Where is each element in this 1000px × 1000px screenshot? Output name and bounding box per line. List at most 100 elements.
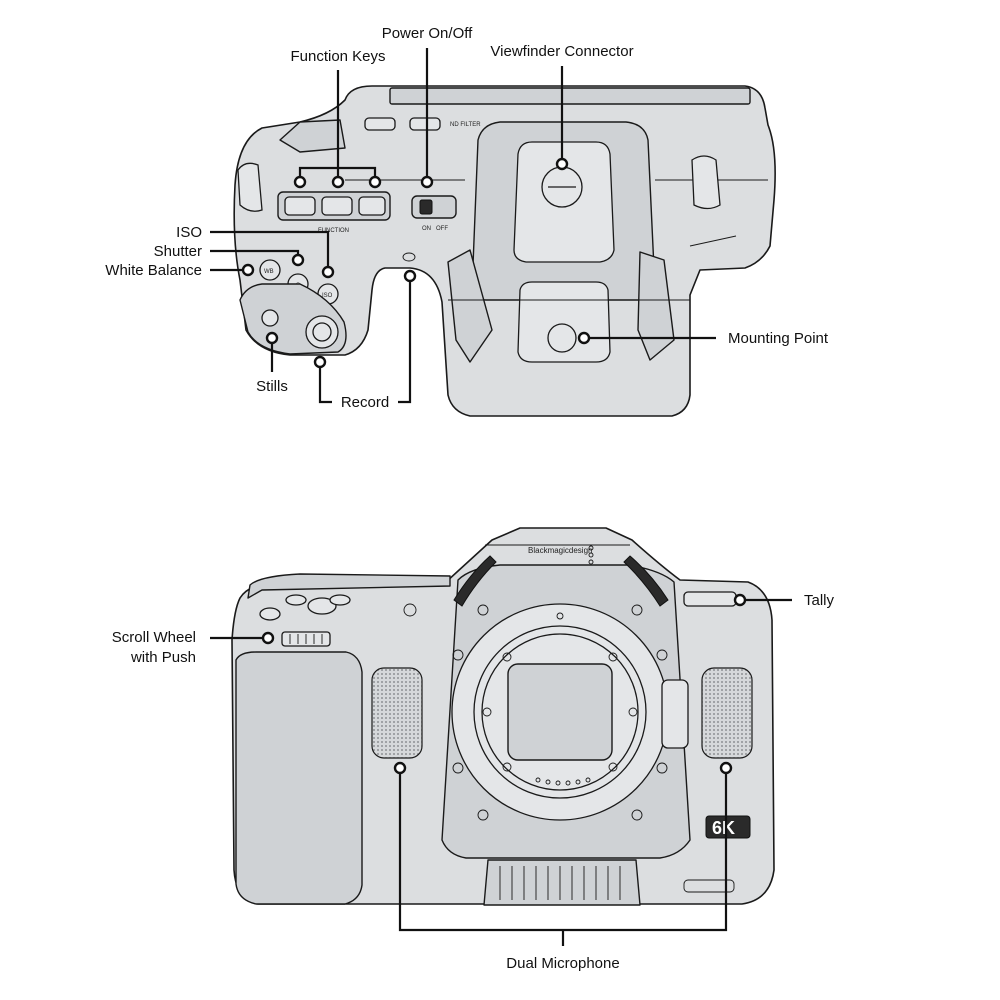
- function-key-2[interactable]: [321, 196, 353, 216]
- dot-function-key-2: [331, 175, 345, 189]
- left-strap-lug: [237, 162, 263, 212]
- function-key-1[interactable]: [284, 196, 316, 216]
- labels: Power On/Off Function Keys Viewfinder Co…: [105, 25, 834, 972]
- plate-screw-top: [556, 612, 564, 620]
- record-button-inner: [312, 322, 332, 342]
- dot-mic-left: [393, 761, 407, 775]
- callouts: [210, 48, 792, 946]
- stills-button[interactable]: [261, 309, 279, 327]
- power-switch-housing: [411, 195, 457, 219]
- scroll-wheel-ridges: [289, 634, 323, 644]
- label-shutter: Shutter: [154, 243, 202, 260]
- on-marking: ON: [422, 226, 431, 232]
- label-power: Power On/Off: [382, 25, 473, 42]
- camera-front-view: Blackmagicdesign: [231, 527, 775, 906]
- dot-tally: [733, 593, 747, 607]
- wb-marking: WB: [264, 269, 274, 275]
- dot-power: [420, 175, 434, 189]
- mount-screw-2: [608, 652, 618, 662]
- right-slot: [689, 235, 737, 247]
- dot-stills: [265, 331, 279, 345]
- wb-button[interactable]: [259, 259, 281, 281]
- dot-function-key-1: [293, 175, 307, 189]
- power-switch[interactable]: [419, 199, 433, 215]
- lens-contacts: [535, 777, 591, 786]
- function-key-3[interactable]: [358, 196, 386, 216]
- mount-screw-5: [502, 762, 512, 772]
- sensor-opening: [507, 663, 613, 761]
- left-microphone-grille: [371, 667, 423, 759]
- dot-shutter: [291, 253, 305, 267]
- top-right-grille: [637, 251, 675, 361]
- plate-screw-6: [656, 762, 668, 774]
- front-record-button[interactable]: [307, 597, 337, 615]
- brand-marking: Blackmagicdesign: [528, 546, 592, 555]
- label-function-keys: Function Keys: [290, 48, 385, 65]
- brand-dot-2: [588, 552, 594, 558]
- label-scroll-wheel-line1: Scroll Wheel: [112, 629, 196, 646]
- dot-viewfinder: [555, 157, 569, 171]
- plate-screw-5: [452, 762, 464, 774]
- front-fn-button-1[interactable]: [285, 594, 307, 606]
- iso-marking: ISO: [322, 293, 333, 299]
- dot-iso: [321, 265, 335, 279]
- dot-record-left: [313, 355, 327, 369]
- plate-screw-1: [477, 604, 489, 616]
- right-microphone-grille: [701, 667, 753, 759]
- label-record: Record: [341, 394, 389, 411]
- top-lcd: [389, 87, 751, 105]
- function-marking: FUNCTION: [318, 228, 349, 234]
- record-indicator: [402, 252, 416, 262]
- lens-release[interactable]: [661, 679, 689, 749]
- right-shoulder-vent: [623, 555, 669, 607]
- front-fn-button-2[interactable]: [329, 594, 351, 606]
- plate-screw-2: [631, 604, 643, 616]
- right-strap-lug: [691, 155, 721, 210]
- dot-mic-right: [719, 761, 733, 775]
- lens-mount-ring: [473, 625, 647, 799]
- nd-button-plus[interactable]: [364, 117, 396, 131]
- front-top-ridge: [247, 573, 451, 599]
- callout-record: [318, 280, 412, 404]
- label-stills: Stills: [256, 378, 288, 395]
- lens-mount-ring-inner: [481, 633, 639, 791]
- label-viewfinder: Viewfinder Connector: [490, 43, 633, 60]
- plate-screw-7: [477, 809, 489, 821]
- nd-filter-marking: ND FILTER: [450, 122, 481, 128]
- mount-screw-4: [628, 707, 638, 717]
- dot-scroll-wheel: [261, 631, 275, 645]
- mount-screw-6: [608, 762, 618, 772]
- label-white-balance: White Balance: [105, 262, 202, 279]
- dot-mounting-point: [577, 331, 591, 345]
- 6k-badge: [705, 815, 751, 839]
- dot-white-balance: [241, 263, 255, 277]
- callout-dual-microphone: [398, 772, 728, 946]
- bottom-grip-grille: [483, 859, 641, 906]
- top-shoe: [279, 119, 346, 153]
- mount-screw-1: [502, 652, 512, 662]
- 6k-badge-text: 6K: [712, 818, 735, 838]
- off-marking: OFF: [436, 226, 448, 232]
- label-scroll-wheel-line2: with Push: [130, 649, 196, 666]
- mounting-point[interactable]: [547, 323, 577, 353]
- bottom-grille-ribs: [499, 866, 621, 900]
- label-mounting-point: Mounting Point: [728, 330, 829, 347]
- brand-dot-1: [588, 545, 594, 551]
- camera-top-view: ND FILTER FUNCTION OFF ON WB S ISO: [233, 85, 776, 417]
- brand-dot-3: [588, 559, 594, 565]
- front-grip: [235, 651, 363, 905]
- front-stills-button[interactable]: [259, 607, 281, 621]
- mount-screw-3: [482, 707, 492, 717]
- plate-screw-4: [656, 649, 668, 661]
- nd-button-minus[interactable]: [409, 117, 441, 131]
- tally-light: [683, 591, 737, 607]
- plate-screw-8: [631, 809, 643, 821]
- top-left-grille: [447, 249, 493, 363]
- left-shoulder-vent: [453, 555, 497, 607]
- dot-record-right: [403, 269, 417, 283]
- label-iso: ISO: [176, 224, 202, 241]
- label-tally: Tally: [804, 592, 835, 609]
- callout-iso: [210, 230, 330, 268]
- lower-right-slot: [683, 879, 735, 893]
